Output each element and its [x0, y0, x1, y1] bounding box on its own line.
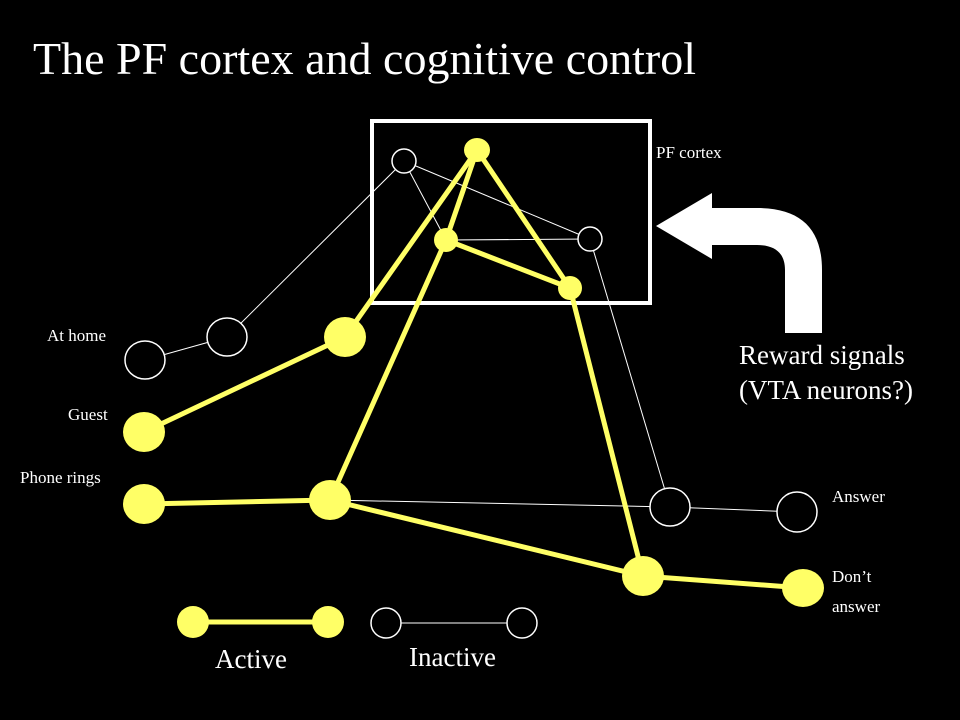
inactive-edge: [329, 499, 671, 508]
legend-active-label: Active: [215, 644, 287, 674]
active-edge: [567, 285, 646, 579]
node-hidden-guest: [324, 317, 366, 357]
node-pf-active: [558, 276, 582, 300]
legend-inactive-node: [506, 607, 538, 639]
guest-label: Guest: [68, 405, 108, 424]
node-pf-inactive: [577, 226, 603, 252]
active-edge: [443, 147, 480, 243]
node-phone-rings: [123, 484, 165, 524]
node-guest: [123, 412, 165, 452]
vta-neurons-label: (VTA neurons?): [739, 375, 913, 405]
active-edge: [474, 147, 573, 291]
answer-label: Answer: [832, 487, 885, 506]
legend-inactive-node: [370, 607, 402, 639]
at-home-label: At home: [47, 326, 106, 345]
legend-active-node: [312, 606, 344, 638]
active-edge: [327, 237, 449, 503]
dont-answer-label-line2: answer: [832, 597, 880, 616]
inactive-edge: [403, 160, 591, 240]
node-hidden-answer: [649, 487, 691, 527]
curved-arrow-left-icon: [656, 193, 822, 333]
inactive-edge: [589, 238, 671, 508]
legend: Active Inactive: [177, 606, 538, 674]
active-edge: [640, 573, 806, 591]
node-pf-active: [434, 228, 458, 252]
node-hidden-at-home: [206, 317, 248, 357]
active-edge: [443, 237, 573, 291]
inactive-connections: [144, 160, 798, 513]
node-pf-inactive: [391, 148, 417, 174]
node-hidden-phone: [309, 480, 351, 520]
reward-signals-label: Reward signals: [739, 340, 905, 370]
node-at-home: [124, 340, 166, 380]
inactive-edge: [669, 506, 798, 513]
pf-cortex-label: PF cortex: [656, 143, 722, 162]
node-dont-answer: [782, 569, 824, 607]
active-edge: [342, 147, 480, 340]
inactive-edge: [226, 160, 405, 338]
inactive-edge: [445, 238, 591, 241]
pf-cortex-box: [370, 119, 652, 305]
active-connections: [141, 147, 806, 591]
node-answer: [776, 491, 818, 533]
active-edge: [141, 497, 333, 507]
active-edge: [327, 497, 646, 579]
dont-answer-label-line1: Don’t: [832, 567, 872, 586]
node-hidden-dont-answer: [622, 556, 664, 596]
legend-active-node: [177, 606, 209, 638]
slide-title: The PF cortex and cognitive control: [33, 33, 697, 84]
active-nodes: [123, 138, 824, 607]
legend-inactive-label: Inactive: [409, 642, 496, 672]
node-pf-active: [464, 138, 490, 162]
active-edge: [141, 334, 348, 435]
inactive-edge: [403, 160, 447, 241]
inactive-nodes: [124, 148, 818, 533]
phone-rings-label: Phone rings: [20, 468, 101, 487]
